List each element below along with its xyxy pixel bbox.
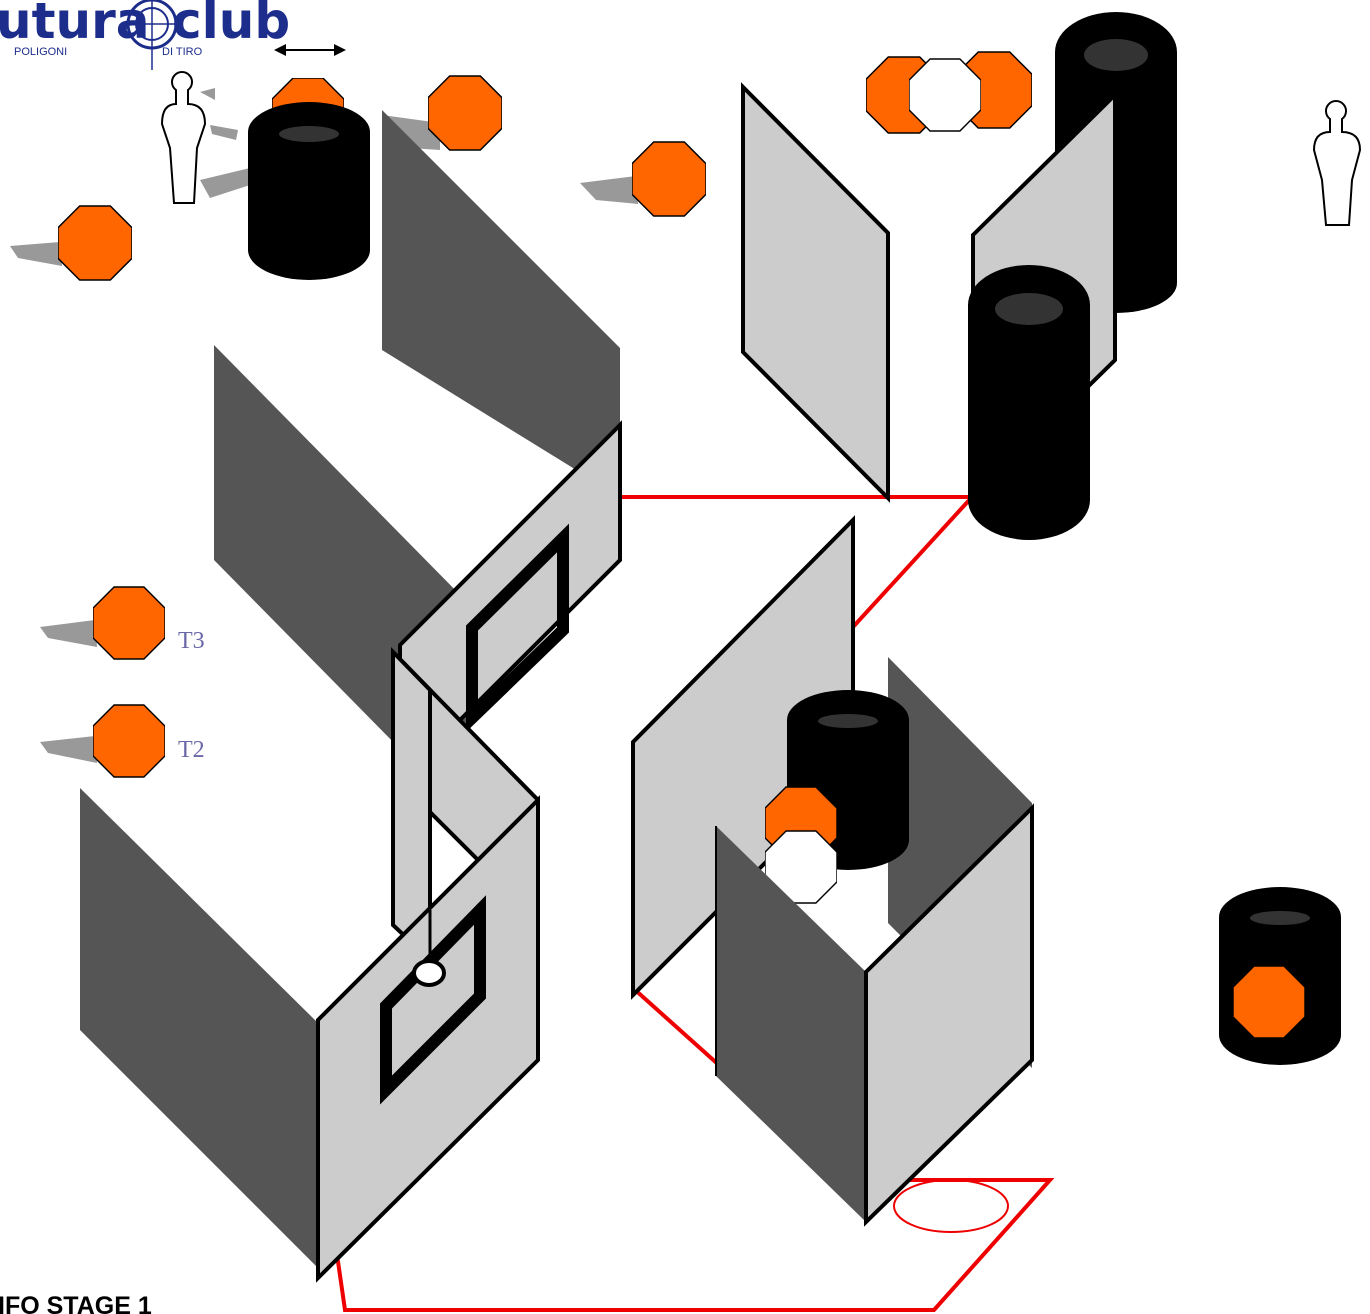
barrel-with-popper [1219, 887, 1341, 1065]
barrel [968, 265, 1090, 540]
wall-light [741, 82, 890, 503]
barrel [248, 102, 370, 280]
wall-dark [80, 788, 320, 1270]
popper-t3 [93, 586, 165, 660]
start-position-circle [893, 1179, 1009, 1233]
popper [428, 75, 502, 151]
crosshair-icon [125, 0, 180, 70]
popper [1233, 965, 1305, 1039]
logo: utura club POLIGONI DI TIRO [0, 0, 290, 70]
popper-t2 [93, 704, 165, 778]
popper [632, 141, 706, 217]
silhouette-target-icon [160, 71, 207, 204]
fault-line-middle [631, 986, 722, 1068]
silhouette-target-icon [1312, 100, 1362, 226]
fault-line-diagonal [851, 495, 974, 629]
barrel [1055, 12, 1177, 313]
popper [58, 205, 132, 281]
logo-sub-right: DI TIRO [162, 46, 203, 58]
logo-sub-left: POLIGONI [14, 46, 67, 58]
double-arrow-icon [274, 44, 346, 56]
logo-right-word: club [172, 0, 290, 50]
popper-shadows [10, 88, 638, 763]
wall-dark [716, 826, 866, 1222]
stage-title: IFO STAGE 1 [0, 1292, 152, 1314]
label-t3: T3 [178, 628, 205, 654]
wall-with-window [316, 795, 540, 1283]
logo-left-word: utura [0, 0, 150, 50]
swinger-target [412, 910, 446, 987]
no-shoot-target [909, 58, 981, 132]
label-t2: T2 [178, 737, 205, 763]
wall-dark [382, 110, 620, 497]
mover-arrow [274, 44, 346, 56]
